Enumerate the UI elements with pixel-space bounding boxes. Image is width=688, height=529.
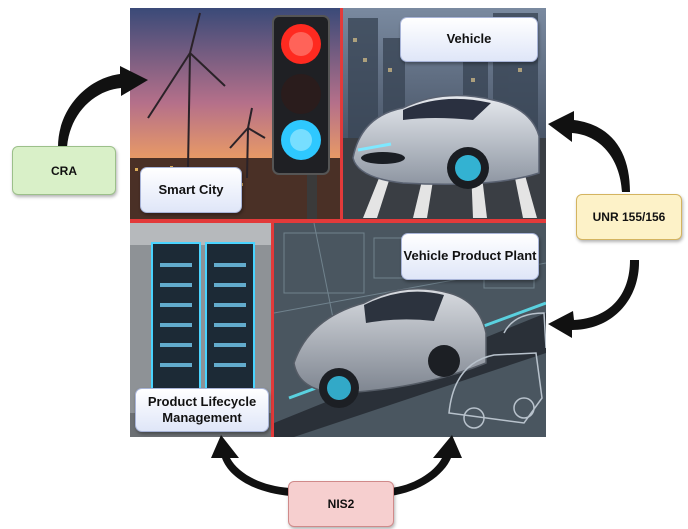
unr-box: UNR 155/156 <box>576 194 682 240</box>
arrow-nis2-to-plant <box>390 435 462 496</box>
divider-horizontal <box>130 219 546 223</box>
arrow-cra-to-smart-city <box>58 66 148 147</box>
plant-label: Vehicle Product Plant <box>401 233 539 280</box>
plm-label: Product Lifecycle Management <box>135 388 269 432</box>
arrow-unr-to-plant <box>548 260 640 338</box>
divider-vertical-bottom <box>271 223 274 437</box>
vehicle-label: Vehicle <box>400 17 538 62</box>
smart-city-illustration <box>130 8 341 220</box>
arrow-nis2-to-plm <box>211 435 290 496</box>
smart-city-label: Smart City <box>140 167 242 213</box>
cra-box: CRA <box>12 146 116 195</box>
nis2-box: NIS2 <box>288 481 394 527</box>
smart-city-panel <box>130 8 341 220</box>
arrow-unr-to-vehicle <box>548 111 630 192</box>
divider-vertical-top <box>340 8 343 220</box>
